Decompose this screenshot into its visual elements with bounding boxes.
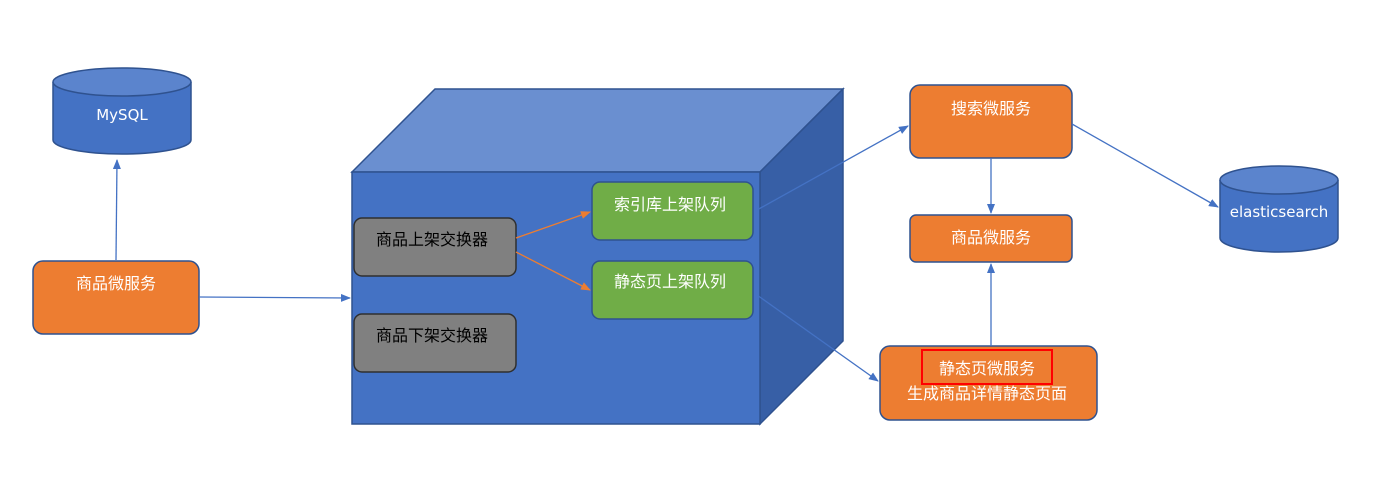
arrow-static-queue-to-static-service [756,294,879,382]
queue-index-label: 索引库上架队列 [614,195,726,214]
arrow-service-to-mysql [112,159,121,261]
queue-index-box: 索引库上架队列 [591,181,754,241]
arrow-service-to-broker [198,293,351,302]
static-service-label: 静态页微服务 [939,359,1035,378]
search-service-label: 搜索微服务 [951,99,1031,118]
broker-cube [350,87,845,426]
elasticsearch-label: elasticsearch [1230,203,1329,221]
elasticsearch-database: elasticsearch [1219,165,1339,253]
highlight-box [921,349,1053,385]
arrow-index-queue-to-search [756,125,909,211]
queue-static-box: 静态页上架队列 [591,260,754,320]
exchange-down-label: 商品下架交换器 [376,326,488,345]
exchange-up-label: 商品上架交换器 [376,230,488,249]
exchange-down-box: 商品下架交换器 [353,313,517,373]
connectors [112,123,1219,382]
static-service-subtitle: 生成商品详情静态页面 [907,384,1067,403]
goods-service-left: 商品微服务 [32,260,200,335]
static-service-box: 静态页微服务 生成商品详情静态页面 [879,345,1098,421]
mysql-label: MySQL [96,106,148,124]
arrow-exchange-to-static-queue [515,251,591,291]
exchange-up-box: 商品上架交换器 [353,217,517,277]
queue-static-label: 静态页上架队列 [614,272,726,291]
goods-service-right-box: 商品微服务 [909,214,1073,263]
goods-service-right-label: 商品微服务 [951,228,1031,247]
arrow-exchange-to-index-queue [515,211,591,239]
mysql-database: MySQL [52,67,192,155]
search-service-box: 搜索微服务 [909,84,1073,159]
goods-service-left-label: 商品微服务 [76,274,156,293]
arrow-search-to-elasticsearch [1071,123,1219,208]
